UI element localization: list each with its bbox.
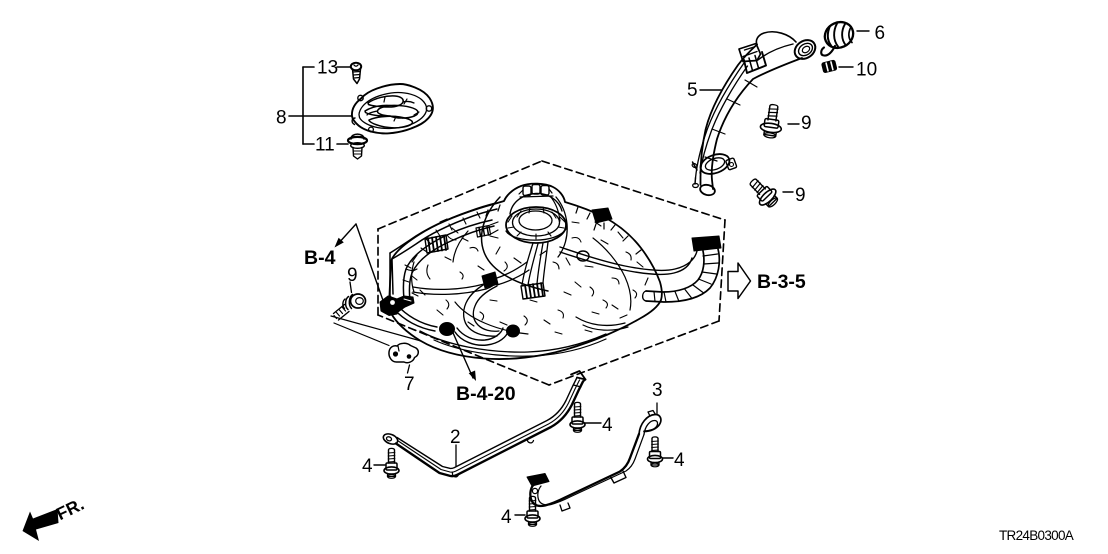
svg-text:4: 4 xyxy=(362,456,373,477)
svg-text:9: 9 xyxy=(795,185,806,206)
svg-text:4: 4 xyxy=(602,415,613,436)
svg-text:TR24B0300A: TR24B0300A xyxy=(999,528,1074,543)
svg-text:4: 4 xyxy=(501,507,512,528)
svg-text:B-3-5: B-3-5 xyxy=(757,271,806,293)
svg-text:9: 9 xyxy=(801,113,812,134)
svg-text:B-4: B-4 xyxy=(304,247,336,269)
svg-text:4: 4 xyxy=(674,450,685,471)
svg-text:8: 8 xyxy=(276,108,287,129)
svg-text:13: 13 xyxy=(317,58,338,79)
svg-text:2: 2 xyxy=(450,427,461,448)
svg-text:3: 3 xyxy=(652,380,663,401)
svg-text:B-4-20: B-4-20 xyxy=(456,383,516,405)
svg-text:10: 10 xyxy=(856,60,877,81)
svg-text:7: 7 xyxy=(404,374,415,395)
svg-text:6: 6 xyxy=(875,23,886,44)
svg-text:5: 5 xyxy=(687,80,698,101)
svg-text:11: 11 xyxy=(315,135,335,156)
svg-text:9: 9 xyxy=(347,265,358,286)
